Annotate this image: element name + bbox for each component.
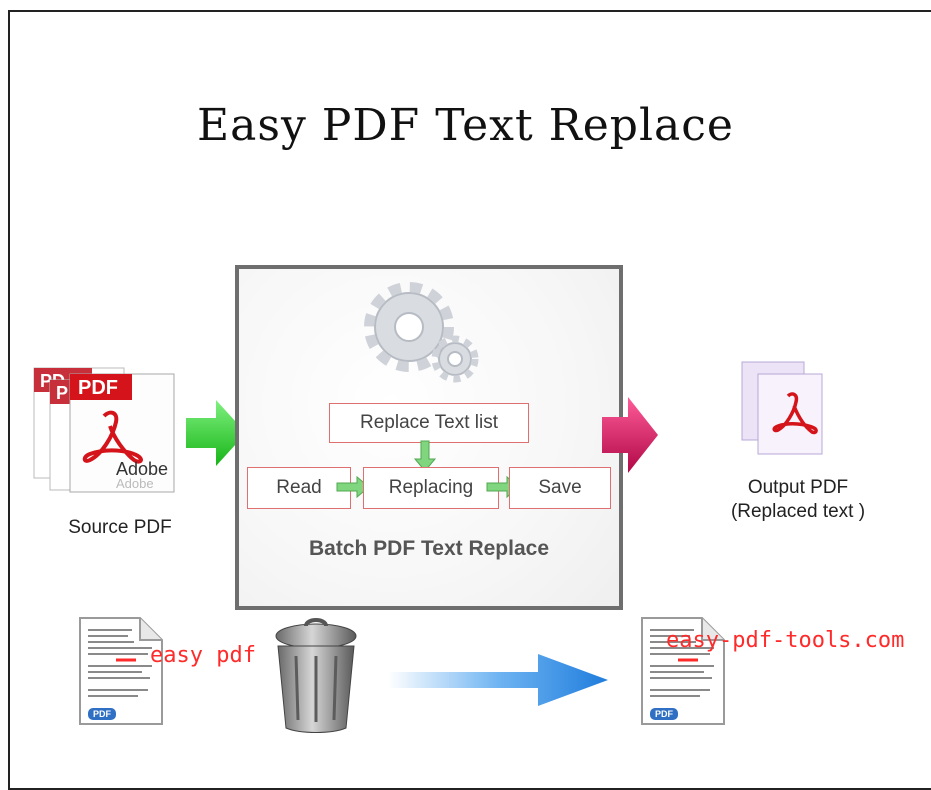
output-pdf-caption: Output PDF (Replaced text ) — [708, 476, 888, 524]
green-input-arrow — [186, 400, 246, 466]
batch-process-box: Replace Text list Read Replacing Save Ba… — [235, 265, 623, 610]
svg-text:Adobe: Adobe — [116, 476, 154, 491]
svg-text:PDF: PDF — [78, 377, 118, 399]
blue-transform-arrow — [388, 654, 608, 706]
page-title: Easy PDF Text Replace — [197, 100, 734, 151]
svg-text:PDF: PDF — [93, 709, 112, 719]
source-pdf-icon: PD P PDF Adobe Adobe — [33, 367, 175, 493]
replace-text-list-box: Replace Text list — [329, 403, 529, 443]
gears-icon — [364, 282, 479, 383]
magenta-output-arrow — [602, 397, 658, 473]
source-pdf-caption: Source PDF — [68, 517, 172, 538]
trash-can-icon — [275, 618, 357, 733]
output-caption-line1: Output PDF — [747, 477, 849, 498]
after-text-sample: easy-pdf-tools.com — [666, 628, 905, 653]
step-read: Read — [247, 467, 351, 509]
before-text-sample: easy pdf — [150, 643, 256, 668]
after-document-icon: PDF — [641, 617, 725, 725]
svg-text:Adobe: Adobe — [116, 459, 168, 479]
before-document-icon: PDF — [79, 617, 163, 725]
svg-text:P: P — [56, 383, 68, 403]
output-caption-line2: (Replaced text ) — [730, 501, 866, 522]
step-replacing: Replacing — [363, 467, 499, 509]
batch-process-label: Batch PDF Text Replace — [308, 537, 549, 560]
output-pdf-icon — [741, 361, 823, 455]
svg-text:PDF: PDF — [655, 709, 674, 719]
step-save: Save — [509, 467, 611, 509]
down-arrow — [413, 440, 437, 472]
